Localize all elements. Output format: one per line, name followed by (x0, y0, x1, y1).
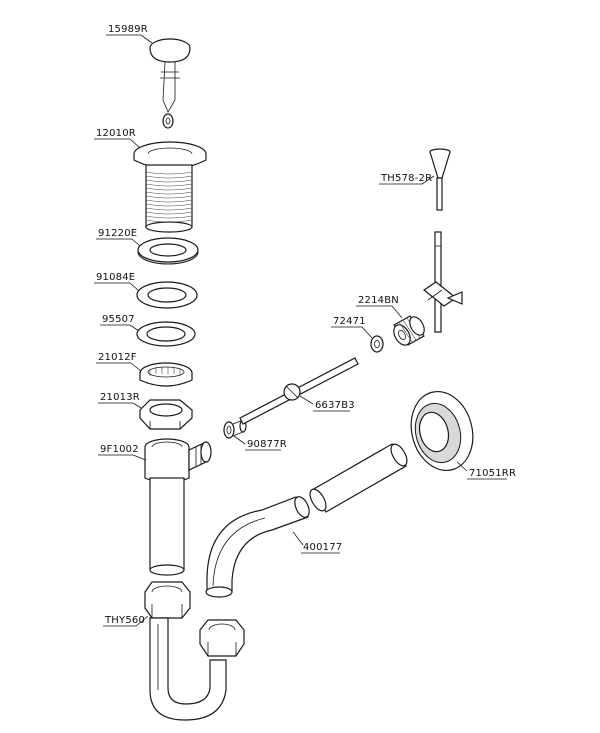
svg-text:THY560: THY560 (104, 615, 145, 626)
label-90877r: 90877R (233, 435, 287, 451)
svg-text:72471: 72471 (333, 316, 366, 327)
drain-body-part (133, 141, 207, 233)
washer-72471-part (370, 335, 384, 353)
wall-flange-71051rr-part (410, 390, 474, 472)
label-21013r: 21013R (98, 392, 142, 409)
pivot-nut-2214bn-part (393, 315, 425, 346)
svg-text:400177: 400177 (303, 542, 342, 553)
label-95507: 95507 (100, 314, 140, 332)
label-72471: 72471 (331, 316, 373, 339)
svg-text:21013R: 21013R (100, 392, 140, 403)
label-th578-2r: TH578-2R (379, 173, 435, 185)
pivot-rod-6637b3-part (239, 357, 359, 425)
gasket-91220e-part (137, 237, 199, 265)
svg-text:95507: 95507 (102, 314, 135, 325)
locknut-21012f-part (139, 362, 193, 387)
svg-text:21012F: 21012F (98, 352, 137, 363)
label-thy560: THY560 (103, 615, 149, 627)
label-15989r: 15989R (106, 24, 153, 44)
trap-nut-thy560-part (144, 581, 227, 721)
svg-text:9F1002: 9F1002 (100, 444, 139, 455)
svg-text:2214BN: 2214BN (358, 295, 399, 306)
svg-text:15989R: 15989R (108, 24, 148, 35)
lift-knob-th578-part (422, 148, 463, 333)
label-9f1002: 9F1002 (98, 444, 147, 461)
svg-text:6637B3: 6637B3 (315, 400, 355, 411)
svg-text:91220E: 91220E (98, 228, 137, 239)
label-21012f: 21012F (96, 352, 142, 372)
ring-95507-part (136, 321, 196, 347)
washer-91084e-part (136, 281, 198, 309)
label-12010r: 12010R (94, 128, 141, 149)
label-400177: 400177 (292, 531, 342, 554)
stopper-cap-part (149, 38, 191, 129)
svg-text:90877R: 90877R (247, 439, 287, 450)
svg-text:TH578-2R: TH578-2R (380, 173, 432, 184)
tee-body-9f1002-part (144, 438, 212, 576)
label-91084e: 91084E (94, 272, 140, 292)
label-91220e: 91220E (96, 228, 141, 247)
hex-nut-21013r-part (139, 399, 193, 430)
label-71051rr: 71051RR (456, 461, 516, 480)
svg-text:12010R: 12010R (96, 128, 136, 139)
label-2214bn: 2214BN (356, 295, 403, 319)
j-bend-arm-400177-part (199, 443, 408, 657)
svg-text:71051RR: 71051RR (469, 468, 516, 479)
label-6637b3: 6637B3 (299, 395, 355, 412)
svg-text:91084E: 91084E (96, 272, 135, 283)
